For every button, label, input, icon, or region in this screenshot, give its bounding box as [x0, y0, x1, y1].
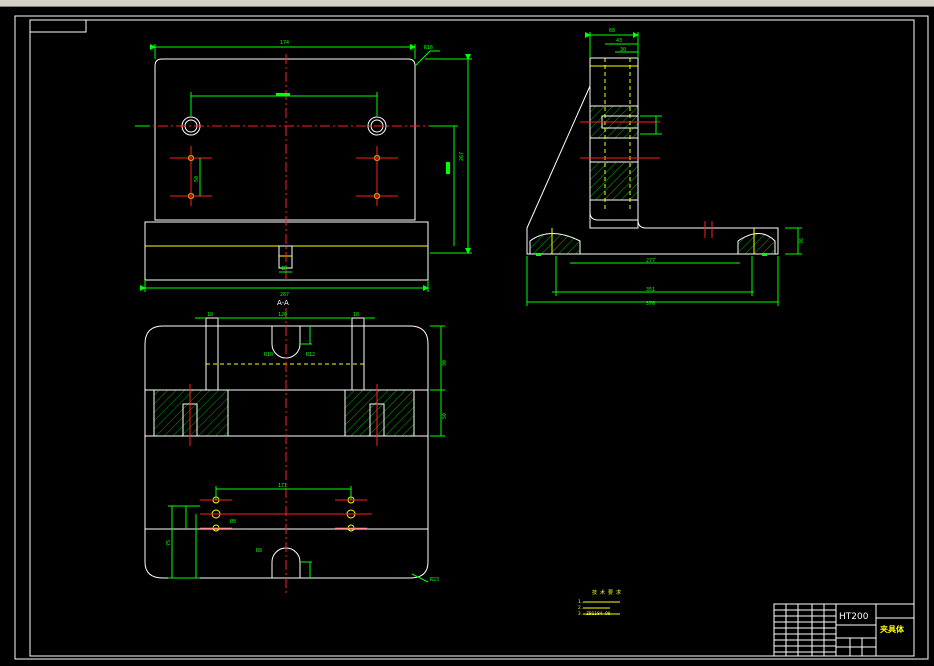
tech-req-1: 1. [578, 599, 583, 605]
dim-267-base: 267 [280, 292, 289, 298]
dim-r23: R23 [430, 577, 439, 583]
dim-50: 50 [194, 176, 200, 182]
dim-171: 171 [278, 483, 287, 489]
side-view: 68 43 30 277 351 376 36 [526, 28, 805, 307]
dim-75: 75 [166, 540, 172, 546]
sheet-border [14, 15, 929, 660]
dim-68: 68 [609, 28, 615, 34]
dim-376: 376 [646, 301, 655, 307]
material-label: HT200 [839, 612, 869, 622]
dim-277: 277 [646, 258, 655, 264]
dim-50-section: 50 [442, 413, 448, 419]
section-label: A-A [277, 299, 289, 307]
dim-174: 174 [280, 40, 289, 46]
tech-req-title: 技 术 要 求 [592, 589, 621, 596]
dim-30: 30 [620, 47, 626, 53]
dim-18-left: 18 [207, 312, 213, 318]
window-top-strip [0, 0, 934, 7]
tech-req-2: 2. [578, 605, 583, 611]
dim-267-height: 267 [459, 152, 465, 161]
technical-requirements: 技 术 要 求 1. 2. 3. ZB1184-90 [578, 589, 621, 617]
part-name: 夹具体 [880, 624, 905, 634]
dim-43: 43 [616, 38, 622, 44]
cad-drawing-canvas[interactable]: 174 R16 267 50 267 18 [0, 6, 934, 666]
dim-120: 120 [278, 312, 287, 318]
front-view: 174 R16 267 50 267 18 [135, 40, 472, 298]
dim-r10: R10 [264, 352, 273, 358]
title-block: HT200 夹具体 [773, 603, 915, 657]
dim-d8: Ø8 [230, 518, 236, 525]
dim-36: 36 [799, 238, 805, 244]
dim-r8: R8 [256, 548, 262, 554]
dim-18: 18 [281, 266, 287, 272]
dim-r12: R12 [306, 352, 315, 358]
section-a-a-view: A-A [144, 299, 448, 596]
dim-351: 351 [646, 287, 655, 293]
dim-r16: R16 [424, 45, 433, 51]
dim-18-right: 18 [353, 312, 359, 318]
dim-90: 90 [442, 360, 448, 366]
